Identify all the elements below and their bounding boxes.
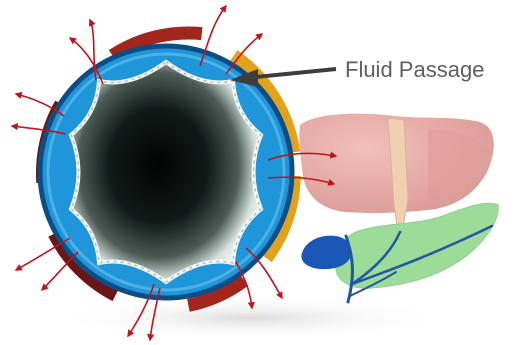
gallbladder-illustration: [301, 236, 351, 270]
stent-lumen: [71, 62, 261, 282]
fluid-passage-label: Fluid Passage: [345, 57, 484, 82]
pancreas-illustration: [336, 203, 498, 288]
ground-shadow: [50, 296, 450, 340]
